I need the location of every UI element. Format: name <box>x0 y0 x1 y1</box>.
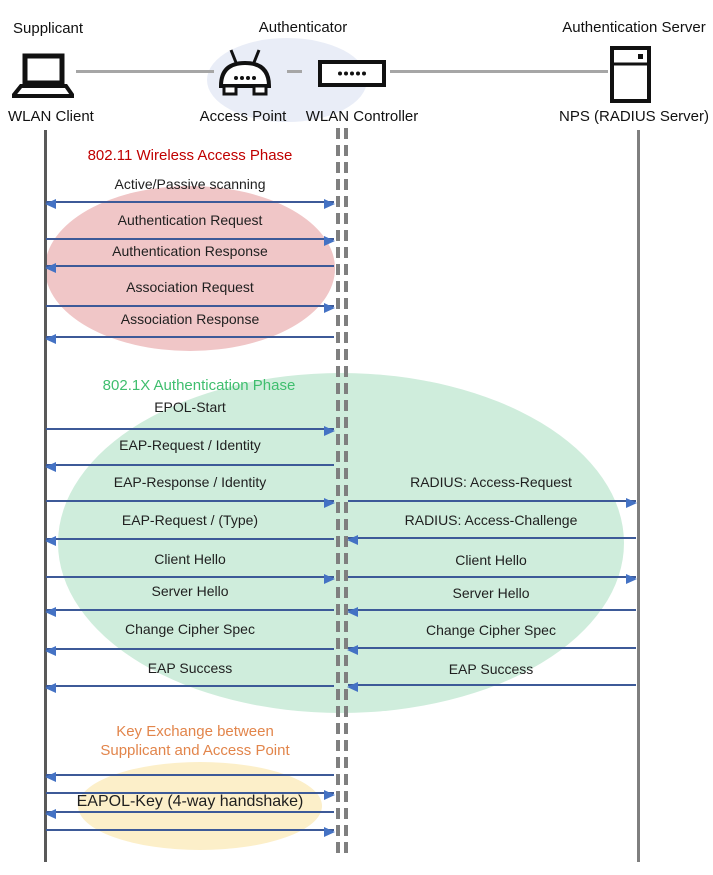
message-arrow-right-5 <box>347 682 636 692</box>
message-arrow-right-0 <box>348 498 637 508</box>
message-arrow-left-1 <box>46 236 335 246</box>
arrowhead-left <box>347 535 358 545</box>
message-arrow-left-2 <box>45 263 334 273</box>
arrowhead-right <box>324 426 335 436</box>
message-label-left-15: EAPOL-Key (4-way handshake) <box>76 793 304 810</box>
message-label-right-4: Change Cipher Spec <box>426 622 556 638</box>
message-label-right-2: Client Hello <box>455 552 527 568</box>
device-label-wlan-client: WLAN Client <box>8 108 94 125</box>
device-label-wlan-controller: WLAN Controller <box>305 108 419 125</box>
role-label-authentication-server: Authentication Server <box>562 19 706 36</box>
server-icon <box>610 46 651 103</box>
laptop-icon <box>8 53 77 99</box>
message-label-left-8: EAP-Request / (Type) <box>121 512 259 528</box>
message-arrow-left-3 <box>46 303 335 313</box>
message-label-right-0: RADIUS: Access-Request <box>410 474 572 490</box>
arrowhead-left <box>45 462 56 472</box>
message-arrow-left-12 <box>45 683 334 693</box>
message-label-left-7: EAP-Response / Identity <box>113 474 267 490</box>
message-arrow-right-3 <box>347 607 636 617</box>
arrowhead-left <box>347 645 358 655</box>
message-label-left-1: Authentication Request <box>117 212 263 228</box>
message-arrow-left-0 <box>45 199 335 209</box>
connector-client-to-ap <box>76 70 214 73</box>
arrowhead-right <box>324 236 335 246</box>
arrowhead-left <box>45 809 56 819</box>
phase3-title-line2: Supplicant and Access Point <box>100 742 290 759</box>
message-arrow-right-1 <box>347 535 636 545</box>
message-label-left-11: Change Cipher Spec <box>125 621 255 637</box>
arrowhead-right <box>324 827 335 837</box>
phase3-ellipse-key-exchange <box>78 762 322 850</box>
phase1-ellipse-wireless-access <box>45 186 335 351</box>
arrowhead-left <box>45 199 56 209</box>
message-label-left-9: Client Hello <box>154 551 226 567</box>
arrowhead-left <box>45 683 56 693</box>
message-arrow-left-16 <box>46 827 335 837</box>
message-arrow-left-13 <box>45 772 334 782</box>
arrowhead-left <box>45 263 56 273</box>
arrowhead-left <box>45 536 56 546</box>
connector-ap-to-controller <box>287 70 302 73</box>
wlan-controller-icon <box>318 60 386 87</box>
message-label-right-1: RADIUS: Access-Challenge <box>404 512 578 528</box>
lifeline-supplicant <box>44 130 47 862</box>
arrowhead-left <box>45 772 56 782</box>
arrowhead-right <box>626 574 637 584</box>
message-arrow-left-6 <box>45 462 334 472</box>
message-arrow-left-7 <box>46 498 335 508</box>
message-label-right-5: EAP Success <box>448 661 534 677</box>
device-label-nps-radius-server: NPS (RADIUS Server) <box>558 108 710 125</box>
arrowhead-left <box>347 682 358 692</box>
message-arrow-left-8 <box>45 536 334 546</box>
message-label-left-4: Association Response <box>120 311 260 327</box>
message-arrow-left-4 <box>45 334 334 344</box>
message-arrow-left-15 <box>45 809 334 819</box>
message-arrow-left-11 <box>45 646 334 656</box>
connector-controller-to-server <box>390 70 608 73</box>
arrowhead-right <box>324 303 335 313</box>
message-label-left-3: Association Request <box>126 279 254 295</box>
message-arrow-left-5 <box>46 426 335 436</box>
message-label-right-3: Server Hello <box>452 585 530 601</box>
arrowhead-left <box>45 334 56 344</box>
phase3-title: Key Exchange between Supplicant and Acce… <box>65 722 325 760</box>
message-label-left-0: Active/Passive scanning <box>114 176 266 192</box>
message-label-left-6: EAP-Request / Identity <box>119 437 261 453</box>
role-label-authenticator: Authenticator <box>258 19 348 36</box>
phase3-title-line1: Key Exchange between <box>116 723 274 740</box>
arrowhead-right <box>324 199 335 209</box>
message-arrow-left-14 <box>46 790 335 800</box>
message-arrow-right-4 <box>347 645 636 655</box>
phase1-title: 802.11 Wireless Access Phase <box>87 147 293 164</box>
arrowhead-right <box>324 790 335 800</box>
message-label-left-10: Server Hello <box>151 583 229 599</box>
message-label-left-2: Authentication Response <box>112 243 268 259</box>
arrowhead-left <box>347 607 358 617</box>
arrowhead-left <box>45 646 56 656</box>
message-arrow-right-2 <box>348 574 637 584</box>
access-point-icon <box>216 48 274 98</box>
lifeline-authentication-server <box>637 130 640 862</box>
phase2-title: 802.1X Authentication Phase <box>102 377 296 394</box>
arrowhead-right <box>626 498 637 508</box>
message-label-left-12: EAP Success <box>147 660 233 676</box>
lifeline-authenticator-dashed-1 <box>336 128 340 856</box>
message-arrow-left-9 <box>46 574 335 584</box>
message-arrow-left-10 <box>45 607 334 617</box>
arrowhead-left <box>45 607 56 617</box>
lifeline-authenticator-dashed-2 <box>344 128 348 856</box>
arrowhead-right <box>324 498 335 508</box>
message-label-left-5: EPOL-Start <box>154 399 226 415</box>
device-label-access-point: Access Point <box>199 108 287 125</box>
arrowhead-right <box>324 574 335 584</box>
role-label-supplicant: Supplicant <box>13 20 84 37</box>
